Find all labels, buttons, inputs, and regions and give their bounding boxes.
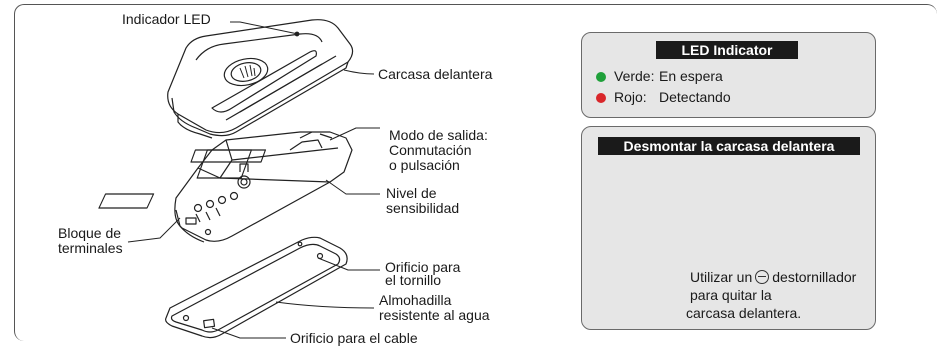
- diagram-frame: [14, 4, 937, 341]
- output-mode-label: Modo de salida: Conmutación o pulsación: [389, 127, 488, 173]
- remove-instruction-line2: para quitar la: [690, 287, 772, 303]
- sensitivity-label: Nivel de sensibilidad: [386, 185, 460, 216]
- cable-hole-label: Orificio para el cable: [290, 330, 418, 346]
- terminal-block-label: Bloque de terminales: [58, 225, 123, 256]
- waterproof-pad-label: Almohadilla resistente al agua: [379, 292, 490, 323]
- waterproof-pad-illustration: [165, 236, 348, 339]
- screw-hole-label: Orificio para el tornillo: [385, 259, 461, 288]
- led-indicator-panel: LED Indicator Verde:En espera Rojo:Detec…: [581, 32, 876, 118]
- led-row-green: Verde:En espera: [596, 68, 723, 84]
- led-panel-title: LED Indicator: [656, 41, 798, 59]
- main-body-illustration: [98, 131, 353, 243]
- front-cover-illustration: [167, 19, 354, 139]
- remove-instruction-line3: carcasa delantera.: [686, 305, 802, 321]
- front-cover-label: Carcasa delantera: [378, 66, 493, 82]
- remove-panel-title: Desmontar la carcasa delantera: [598, 137, 860, 155]
- flathead-minus-icon: [755, 270, 770, 284]
- led-row-red: Rojo:Detectando: [596, 89, 731, 105]
- led-indicator-label: Indicador LED: [122, 11, 211, 27]
- red-dot-icon: [596, 93, 606, 103]
- green-dot-icon: [596, 72, 606, 82]
- callout-leader-lines: [127, 21, 380, 339]
- remove-cover-panel: Desmontar la carcasa delantera Utilizar …: [581, 126, 876, 330]
